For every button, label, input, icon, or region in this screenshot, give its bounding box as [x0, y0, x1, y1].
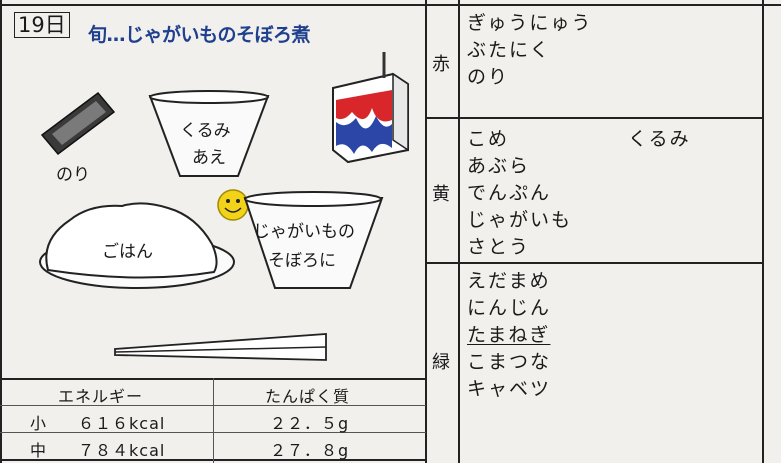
green-food-4: こまつな — [467, 351, 552, 373]
stew-label-line1: じゃがいもの — [253, 222, 355, 242]
green-food-3: たまねぎ — [467, 324, 551, 346]
rice-label: ごはん — [102, 242, 153, 262]
stew-bowl-icon — [243, 191, 384, 289]
divider-yellow-green — [426, 262, 764, 264]
smiley-icon — [217, 189, 249, 221]
nori-label: のり — [56, 165, 90, 185]
border-left — [0, 0, 2, 463]
nori-icon — [40, 91, 116, 156]
milk-carton-icon — [332, 52, 409, 164]
row-medium-size: 中 — [30, 441, 48, 460]
aemono-bowl-icon — [148, 90, 270, 177]
group-green-label: 緑 — [432, 352, 450, 373]
red-food-2: ぶたにく — [467, 39, 551, 61]
group-yellow-label: 黄 — [432, 184, 450, 205]
yellow-food-5: さとう — [467, 236, 531, 258]
divider-red-yellow — [426, 117, 764, 119]
group-red-label: 赤 — [432, 54, 450, 75]
rice-plate-icon — [39, 202, 235, 289]
energy-header: エネルギー — [58, 387, 144, 406]
row-small-protein: ２２．５g — [270, 414, 350, 433]
day-label: 19日 — [14, 12, 70, 38]
row-small-energy: ６１６kcal — [78, 414, 166, 433]
row-small-size: 小 — [30, 414, 48, 433]
divider-category — [458, 0, 460, 463]
green-food-1: えだまめ — [467, 270, 551, 292]
green-food-5: キャベツ — [467, 378, 552, 400]
chopsticks-icon — [114, 333, 327, 361]
yellow-food-extra: くるみ — [628, 128, 691, 150]
stew-label-line2: そぼろに — [268, 251, 336, 271]
nutrition-col-divider — [213, 378, 214, 463]
menu-title: 旬…じゃがいものそぼろ煮 — [88, 24, 311, 46]
aemono-label-line1: くるみ — [180, 121, 231, 141]
yellow-food-3: でんぷん — [467, 182, 552, 204]
border-top — [0, 4, 781, 6]
aemono-label-line2: あえ — [192, 148, 226, 168]
yellow-food-1: こめ — [467, 128, 510, 150]
protein-header: たんぱく質 — [265, 387, 351, 406]
red-food-3: のり — [467, 66, 510, 88]
row-medium-protein: ２７．８g — [270, 441, 350, 460]
red-food-1: ぎゅうにゅう — [467, 12, 593, 34]
row-medium-energy: ７８４kcal — [78, 441, 166, 460]
yellow-food-4: じゃがいも — [467, 209, 573, 231]
yellow-food-2: あぶら — [467, 155, 531, 177]
green-food-2: にんじん — [467, 297, 552, 319]
divider-main — [425, 0, 427, 463]
divider-right — [762, 0, 764, 463]
